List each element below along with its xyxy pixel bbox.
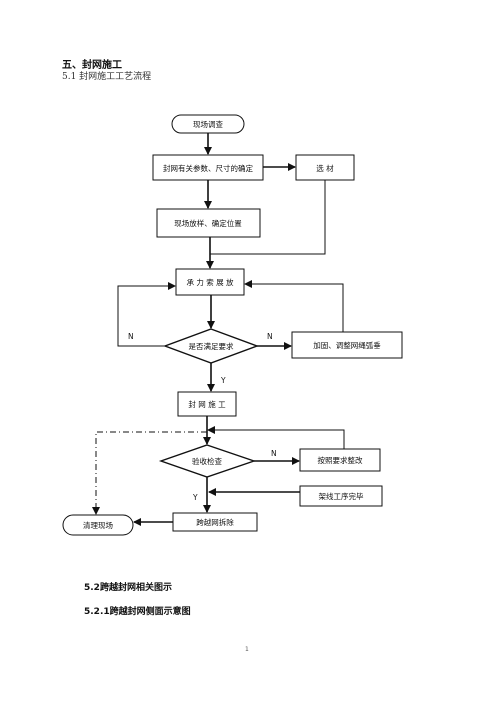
params-label: 封网有关参数、尺寸的确定 <box>163 163 253 173</box>
construction-label: 封 网 施 工 <box>188 399 226 409</box>
inspection-label: 验收检查 <box>192 456 222 466</box>
wiring-done-box <box>299 485 383 507</box>
loadtest-label: 承 力 索 展 放 <box>186 277 234 287</box>
materials-box <box>295 154 355 181</box>
arrow-reinforce-to-loadtest <box>244 280 344 332</box>
params-box <box>152 154 264 181</box>
label-y-dismantle: Y <box>192 493 198 502</box>
reinforce-label: 加固、调整网绳弧垂 <box>313 340 381 350</box>
label-n-inspection: N <box>271 449 277 458</box>
subsection-heading: 5.1 封网施工工艺流程 <box>62 72 152 82</box>
layout-box <box>156 208 261 238</box>
subsection-52-heading: 5.2跨越封网相关图示 <box>84 583 172 593</box>
rectify-label: 按照要求整改 <box>318 455 363 465</box>
dashed-inspection-to-cleanup <box>92 431 207 515</box>
layout-label: 现场放样、确定位置 <box>174 218 242 228</box>
label-n-left: N <box>128 332 134 341</box>
arrow-rectify-to-construction <box>207 426 345 449</box>
rectify-box <box>299 448 381 472</box>
page-number: 1 <box>245 646 249 653</box>
cleanup-label: 清理现场 <box>83 520 113 530</box>
label-y-construction: Y <box>220 376 226 385</box>
decision-requirement-label: 是否满足要求 <box>189 341 234 351</box>
subsection-521-heading: 5.2.1跨越封网侧面示意图 <box>84 607 191 617</box>
section-heading: 五、封网施工 <box>62 60 122 71</box>
arrow-materials-to-loadtest <box>210 180 326 255</box>
materials-label: 选 材 <box>316 163 334 173</box>
reinforce-box <box>291 331 403 359</box>
arrow-decision-left-loop <box>117 282 176 347</box>
label-n-right: N <box>267 332 273 341</box>
site-survey-label: 现场调查 <box>193 119 223 129</box>
construction-box <box>177 391 237 417</box>
dismantle-label: 跨越网拆除 <box>196 517 234 527</box>
wiring-done-label: 架线工序完毕 <box>319 491 364 501</box>
